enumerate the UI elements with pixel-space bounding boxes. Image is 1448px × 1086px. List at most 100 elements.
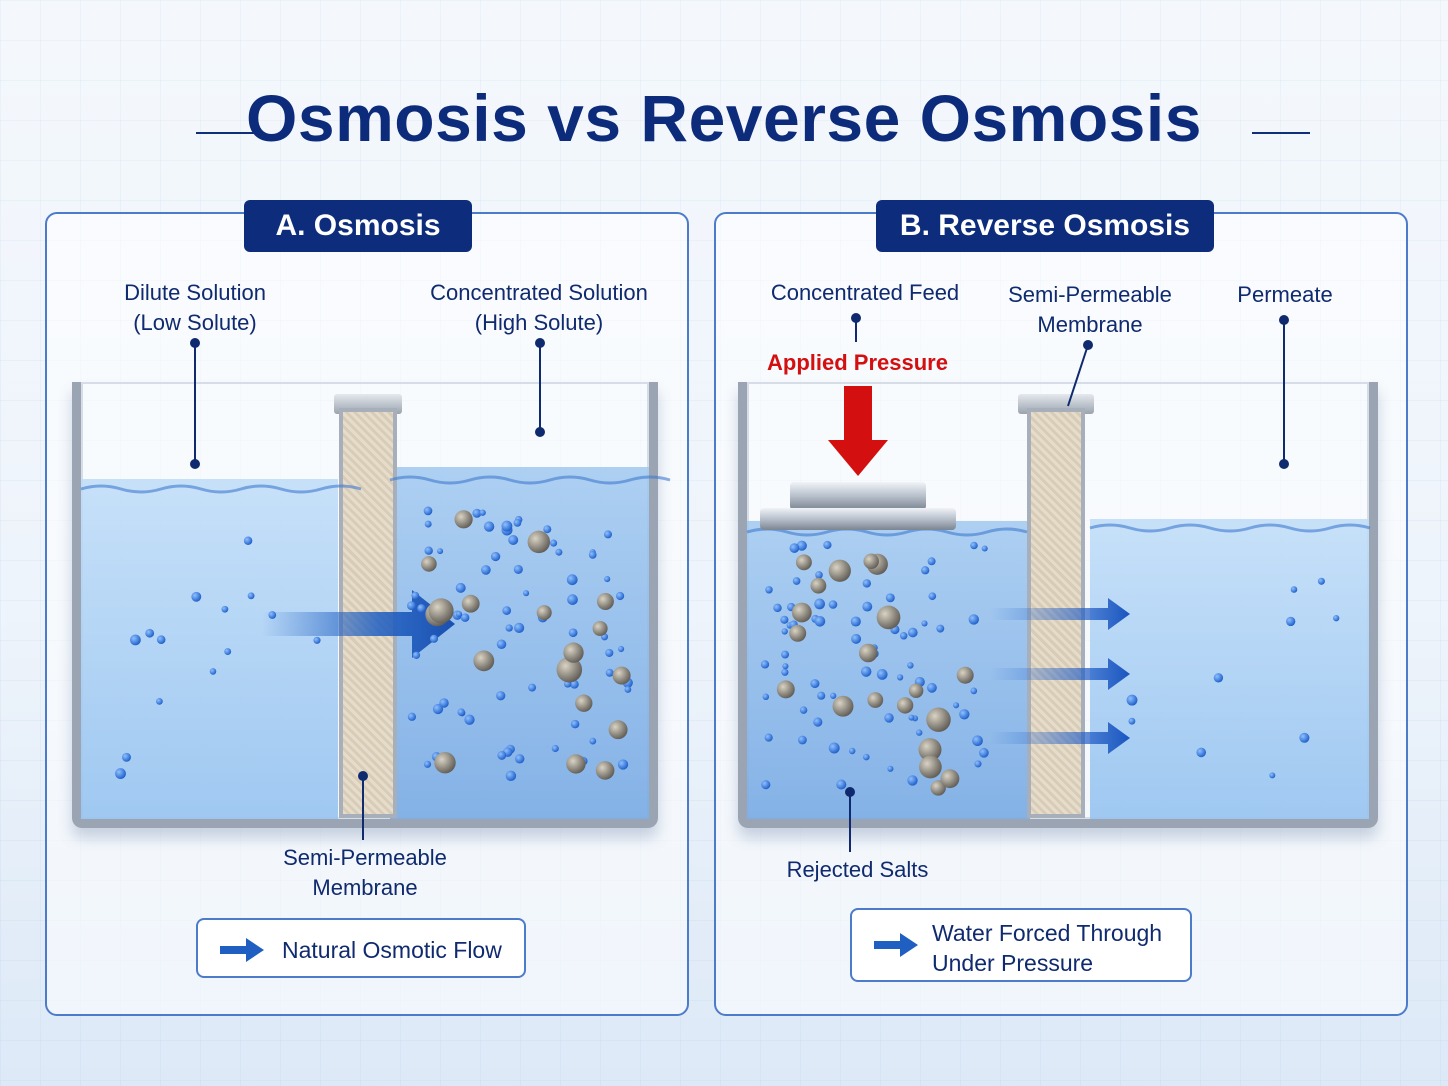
concentrated-water-molecule [424,546,433,555]
dilute-water-molecule [313,636,321,644]
feed-surface-wave [746,527,1028,537]
concentrated-water-molecule [411,591,420,600]
concentrated-water-molecule [550,539,558,547]
dilute-water [81,479,338,819]
feed-water-molecule [953,702,960,709]
feed-water-molecule [797,735,807,745]
feed-salt-particle [919,755,942,779]
feed-salt-particle [828,559,851,582]
concentrated-feed-label: Concentrated Feed [770,280,960,305]
concentrated-water-molecule [589,737,597,745]
feed-salt-particle [789,624,807,642]
feed-water-molecule [915,729,923,736]
feed-water-molecule [765,586,773,594]
permeate-water-molecule [1269,772,1276,779]
feed-water-molecule [781,650,790,659]
feed-water-molecule [970,541,978,550]
feed-water-molecule [836,779,847,790]
feed-water-molecule [792,577,801,585]
feed-water-molecule [862,579,872,588]
page-title: Osmosis vs Reverse Osmosis [246,81,1202,155]
concentrated-water-molecule [508,535,519,545]
reverse-osmosis-tank [738,382,1378,828]
feed-water-molecule [781,628,788,635]
permeate-water-molecule [1333,615,1340,622]
feed-water-molecule [885,593,895,603]
feed-water-molecule [907,627,918,638]
concentrated-water-molecule [501,520,513,532]
feed-water-molecule [823,540,832,550]
concentrated-water-molecule [437,548,444,555]
dilute-solution-label-line2: (Low Solute) [133,310,257,335]
dilute-water-molecule [156,635,166,644]
concentrated-water-molecule [555,548,563,556]
feed-salt-particle [858,643,878,663]
concentrated-water-molecule [505,770,517,782]
osmosis-membrane-label: Semi-Permeable Membrane [265,843,465,903]
feed-water-molecule [851,633,862,644]
dilute-water-molecule [130,634,141,646]
concentrated-water-molecule [505,624,513,632]
feed-water-molecule [780,615,789,624]
feed-water-molecule [896,674,904,681]
concentrated-water-molecule [617,759,629,770]
feed-water-molecule [921,620,928,627]
permeate-water-molecule [1290,586,1298,593]
reverse-osmosis-legend: Water Forced Through Under Pressure [850,908,1192,982]
osmosis-membrane-label-line2: Membrane [312,875,418,900]
applied-pressure-label: Applied Pressure [767,350,948,375]
reverse-legend-text-line1: Water Forced Through [932,920,1163,946]
permeate-water-molecule [1299,732,1310,743]
concentrated-water-molecule [618,645,625,653]
feed-water-molecule [773,603,782,613]
permeate-water-molecule [1196,747,1207,758]
concentrated-water-molecule [588,551,597,559]
concentrated-water-molecule [497,750,507,760]
concentrated-water-molecule [479,509,486,516]
concentrated-water-molecule [605,648,614,657]
feed-water-molecule [810,679,820,689]
concentrated-water-molecule [439,698,449,708]
feed-water-molecule [850,616,861,627]
permeate-water-molecule [1126,694,1138,706]
feed-water-molecule [828,742,840,754]
feed-water-molecule [927,557,936,566]
feed-water-molecule [928,592,937,601]
dilute-water-molecule [247,592,255,600]
concentrated-water-molecule [514,622,525,633]
feed-water-molecule [936,624,945,633]
reverse-membrane-label-line2: Membrane [1037,312,1143,337]
concentrated-water-molecule [417,604,426,613]
concentrated-water-molecule [490,551,501,562]
dilute-solution-label-line1: Dilute Solution [124,280,266,305]
feed-salt-particle [876,605,901,630]
concentrated-water-molecule [432,703,444,715]
concentrated-water-molecule [455,582,466,593]
dilute-water-molecule [115,768,126,780]
feed-water-molecule [959,709,970,720]
concentrated-salt-particle [575,694,593,712]
concentrated-salt-particle [592,620,608,637]
permeate-water [1090,519,1369,819]
concentrated-salt-particle [608,720,628,740]
feed-salt-particle [810,577,827,594]
dilute-water-molecule [268,611,277,619]
feed-water-molecule [781,668,789,676]
feed-water-molecule [830,692,837,699]
feed-water-molecule [968,614,980,625]
feed-salt-particle [956,666,974,684]
osmosis-pointers [190,338,545,840]
feed-salt-particle [791,602,812,623]
concentrated-water-molecule [568,628,578,638]
reverse-osmosis-pointers [845,313,1289,852]
osmotic-flow-arrow [262,590,455,658]
title-rule-left [196,132,254,134]
feed-water-molecule [761,780,771,790]
concentrated-water-molecule [515,754,525,764]
concentrated-water-molecule [460,613,470,622]
reverse-legend-text-line2: Under Pressure [932,950,1094,976]
concentrated-water-molecule [472,508,482,518]
concentrated-salt-particle [461,594,480,613]
dilute-water-molecule [209,668,217,675]
permeate-surface-wave [1089,523,1371,533]
